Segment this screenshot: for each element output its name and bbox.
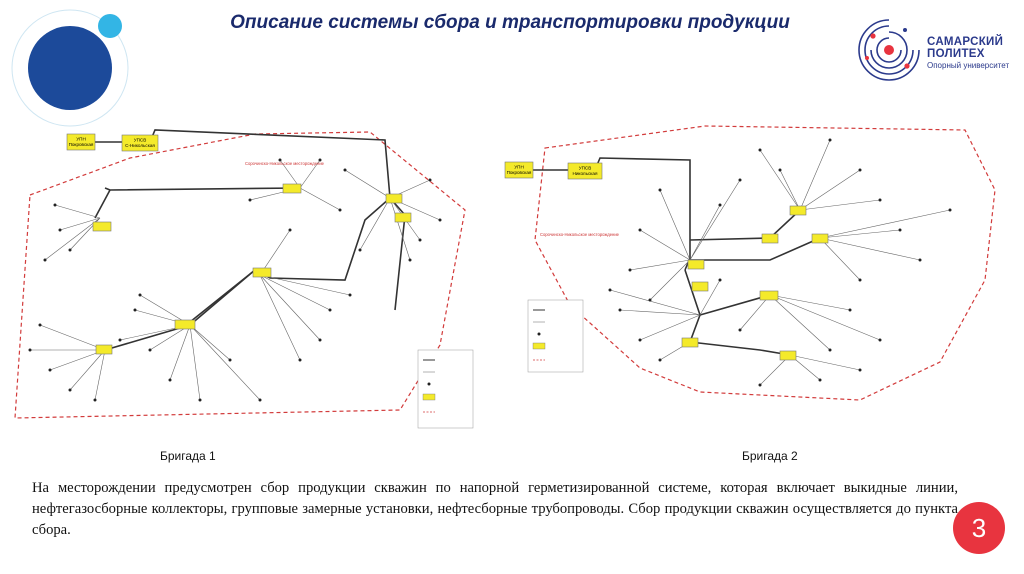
facility-label-1-b2: С-Никольская <box>125 143 155 148</box>
wells-2 <box>608 138 952 387</box>
facility-box-2-a <box>504 161 534 179</box>
facility-label-2-b2: Никольская <box>573 171 598 176</box>
facility-label-1-b: УПСВ <box>134 138 147 143</box>
description-paragraph: На месторождении предусмотрен сбор проду… <box>32 480 958 538</box>
flowlines-2 <box>609 139 951 386</box>
page-title: Описание системы сбора и транспортировки… <box>230 12 790 33</box>
facility-label-2-b: УПСВ <box>579 166 592 171</box>
map-brigade-2: УПН Покровская УПСВ Никольская Сорочинск… <box>504 125 996 401</box>
university-logo: САМАРСКИЙ ПОЛИТЕХ Опорный университет <box>853 14 1013 86</box>
logo-line-3: Опорный университет <box>927 61 1010 70</box>
field-boundary-2 <box>534 125 996 401</box>
facility-label-1-a2: Покровская <box>69 142 94 147</box>
caption-brigade-1: Бригада 1 <box>160 449 216 463</box>
facility-label-1-a: УПН <box>76 137 86 142</box>
field-boundary-1 <box>14 131 466 419</box>
polytech-logo-icon <box>858 19 920 81</box>
metering-units-1 <box>92 183 412 355</box>
facility-box-2-b <box>567 162 603 180</box>
field-label-1: Сорочинско-Никольское месторождение <box>245 161 325 166</box>
facility-box-1-b <box>121 134 159 152</box>
page-number-badge: 3 <box>953 502 1005 554</box>
legend-1 <box>417 349 474 429</box>
field-label-2: Сорочинско-Никольское месторождение <box>540 232 620 237</box>
metering-units-2 <box>681 205 829 361</box>
facility-label-2-a2: Покровская <box>507 170 532 175</box>
facility-box-1-a <box>66 133 96 151</box>
gathering-system-maps: УПН Покровская УПСВ С-Никольская Сорочин… <box>14 125 996 429</box>
legend-2 <box>527 299 584 373</box>
wells-1 <box>28 158 442 402</box>
flowlines-1 <box>30 159 441 401</box>
facility-label-2-a: УПН <box>514 165 524 170</box>
logo-line-1: САМАРСКИЙ <box>927 36 1004 48</box>
logo-line-2: ПОЛИТЕХ <box>927 48 985 60</box>
map-brigade-1: УПН Покровская УПСВ С-Никольская Сорочин… <box>14 129 474 429</box>
decorative-circles <box>11 9 129 127</box>
caption-brigade-2: Бригада 2 <box>742 449 798 463</box>
